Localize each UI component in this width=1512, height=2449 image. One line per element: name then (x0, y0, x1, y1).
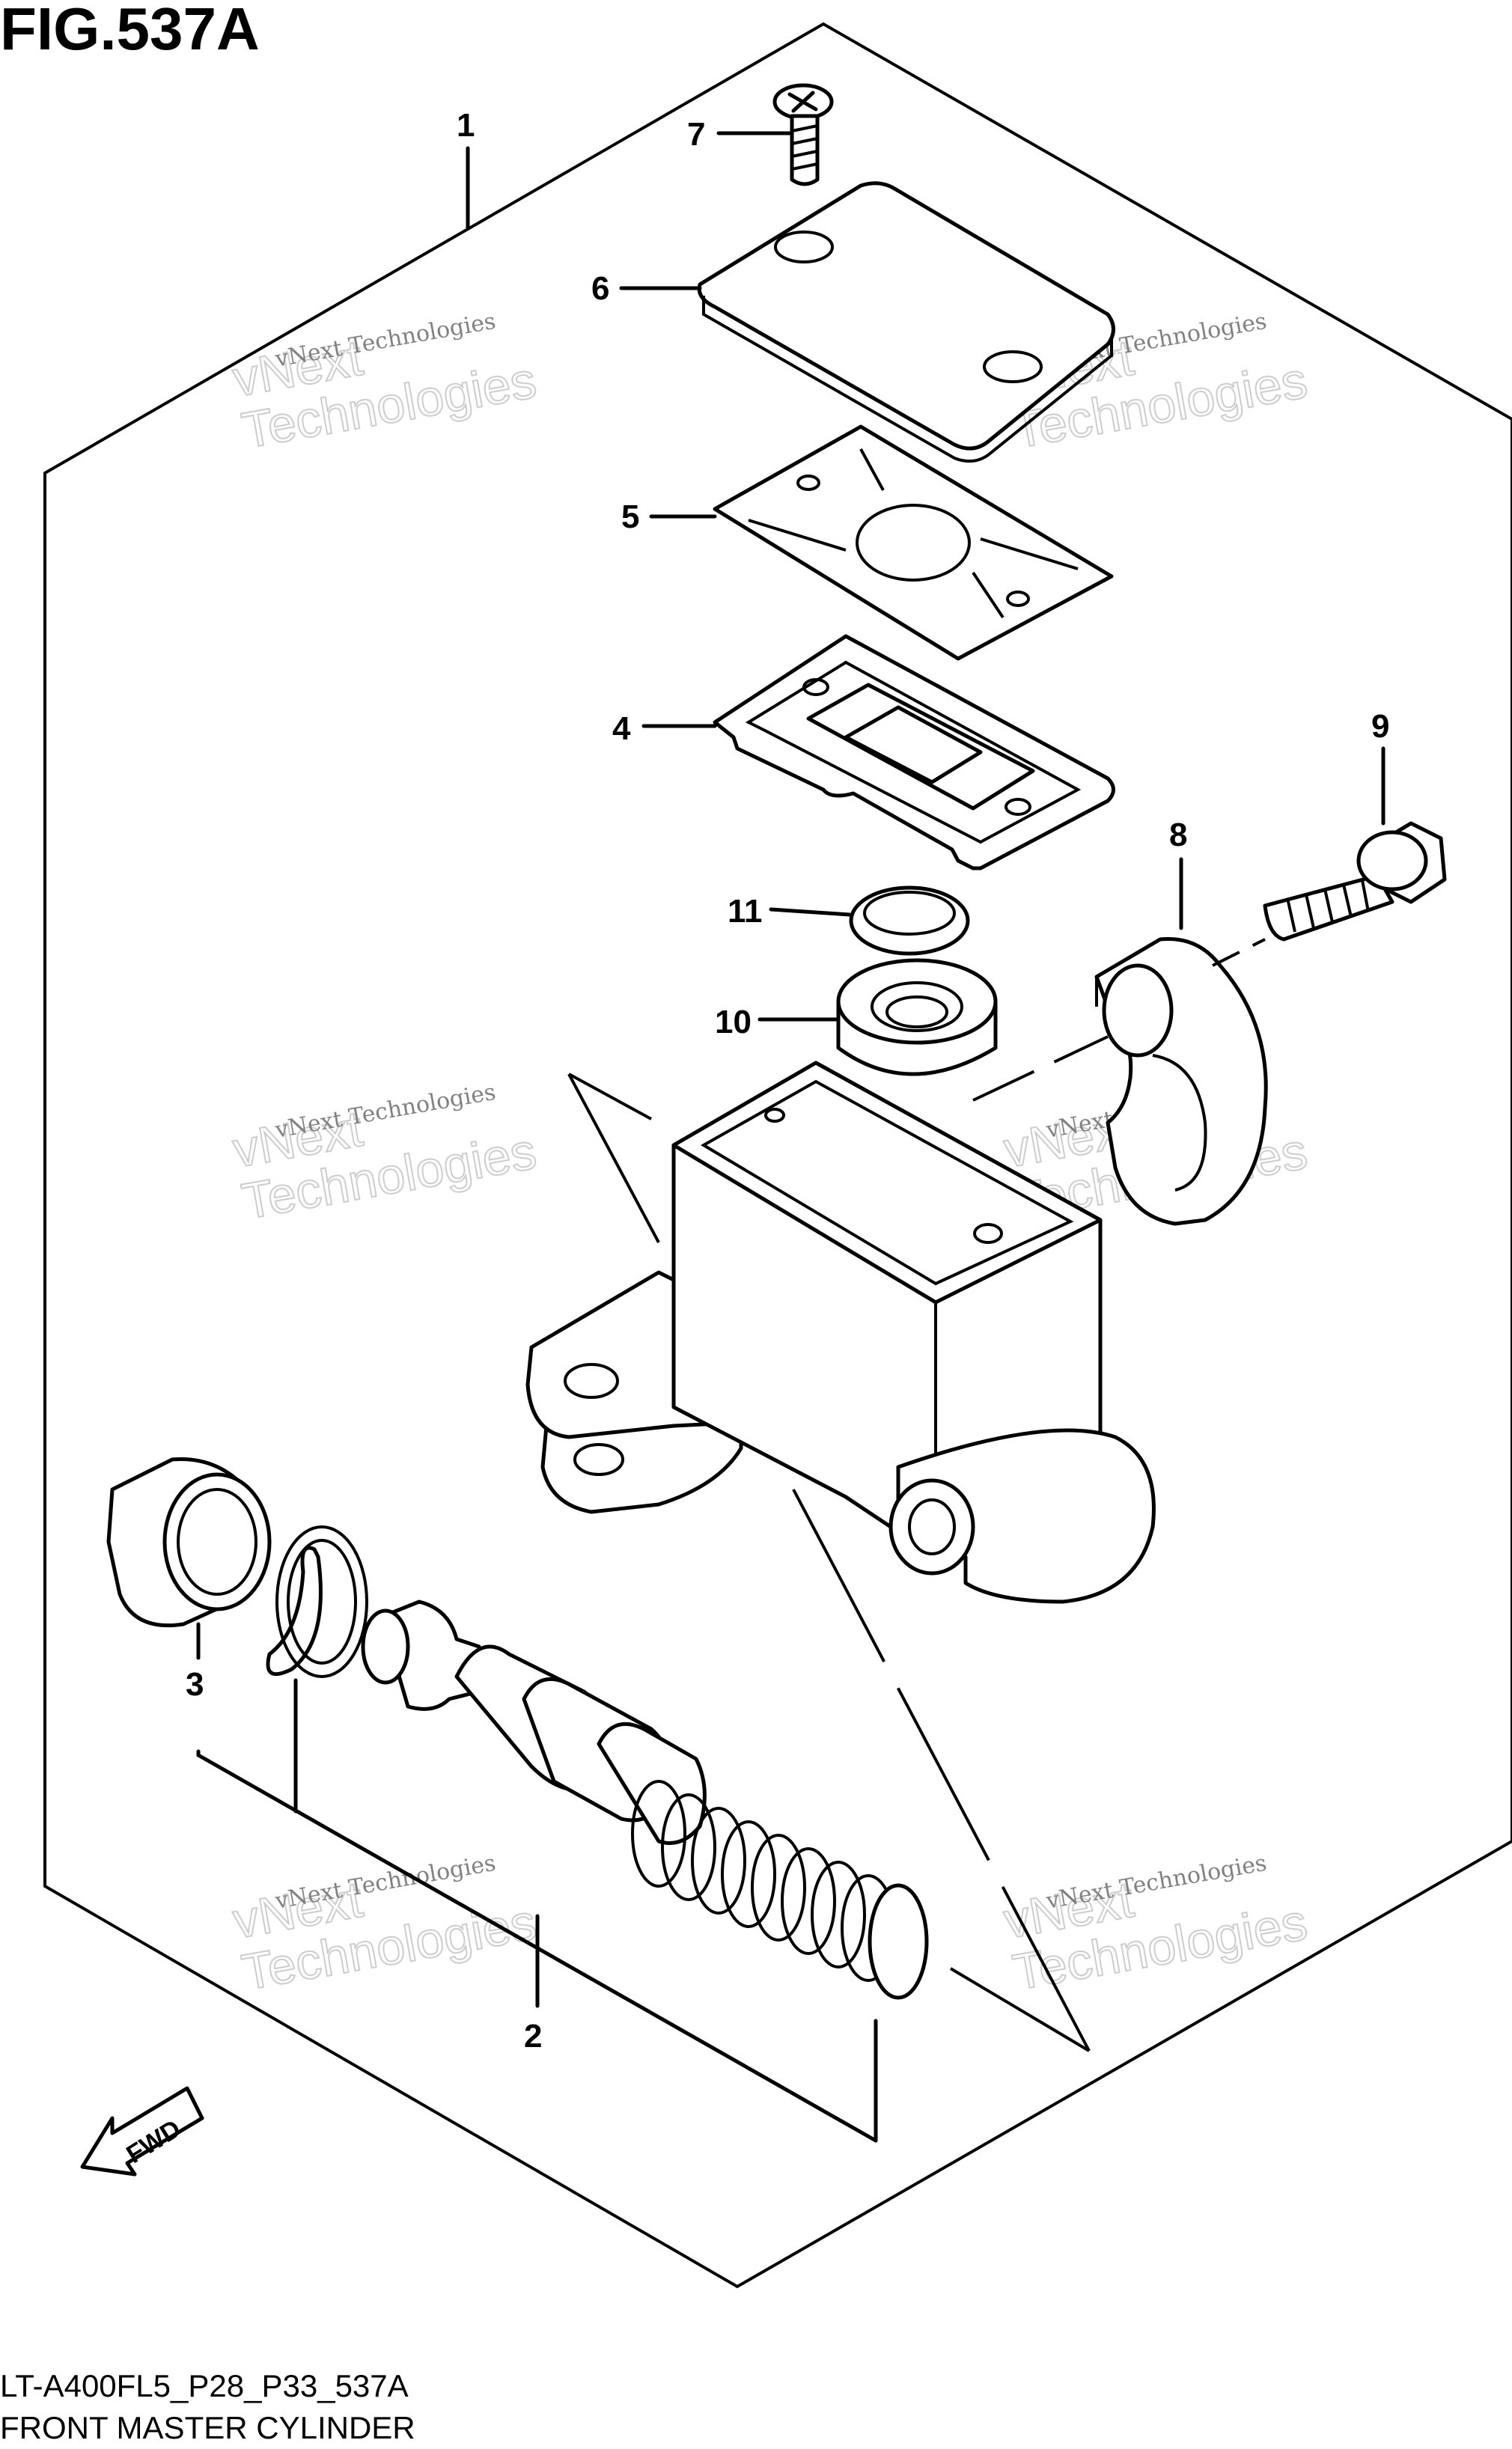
svg-text:9: 9 (1371, 708, 1389, 745)
svg-text:7: 7 (687, 116, 705, 153)
master-cylinder-body (525, 1061, 1156, 1604)
svg-text:1: 1 (457, 107, 475, 144)
alignment-lines (567, 938, 1266, 2052)
leader-lines-2-3 (196, 1622, 878, 2143)
part-11-o-ring (849, 885, 970, 956)
callout-11[interactable]: 11 (728, 893, 852, 930)
part-3-dust-boot (106, 1457, 272, 1628)
svg-text:3: 3 (186, 1666, 204, 1703)
callout-6[interactable]: 6 (591, 270, 702, 307)
fwd-arrow-icon: FWD (80, 2086, 204, 2177)
callout-3[interactable]: 3 (186, 1666, 204, 1703)
callout-5[interactable]: 5 (621, 498, 717, 535)
svg-text:5: 5 (621, 498, 639, 535)
part-5-diaphragm-plate (713, 424, 1114, 661)
part-10-boot (836, 958, 998, 1076)
svg-text:8: 8 (1169, 817, 1187, 853)
part-8-holder (1094, 936, 1268, 1226)
callout-8[interactable]: 8 (1169, 817, 1187, 930)
part-2-piston-set (361, 1599, 929, 2000)
part-6-reservoir-cap (697, 181, 1115, 463)
snap-ring (266, 1525, 368, 1678)
figure-title: FIG.537A (0, 0, 260, 62)
svg-text:10: 10 (715, 1004, 752, 1040)
callout-10[interactable]: 10 (715, 1004, 841, 1040)
callout-7[interactable]: 7 (687, 116, 794, 153)
callout-4[interactable]: 4 (612, 710, 717, 747)
svg-text:11: 11 (728, 893, 763, 930)
svg-text:4: 4 (612, 710, 631, 747)
svg-text:2: 2 (524, 2018, 542, 2055)
callout-1[interactable]: 1 (457, 107, 475, 231)
svg-text:6: 6 (591, 270, 609, 307)
part-9-bolt (1263, 821, 1447, 942)
callout-9[interactable]: 9 (1371, 708, 1389, 826)
part-7-screw (772, 83, 834, 186)
part-4-diaphragm (713, 634, 1115, 870)
spring (631, 1780, 929, 2000)
callout-2[interactable]: 2 (524, 2018, 542, 2055)
figure-name: FRONT MASTER CYLINDER (0, 2410, 415, 2445)
assembly-outline (43, 22, 1512, 2289)
figure-code: LT-A400FL5_P28_P33_537A (0, 2368, 409, 2403)
